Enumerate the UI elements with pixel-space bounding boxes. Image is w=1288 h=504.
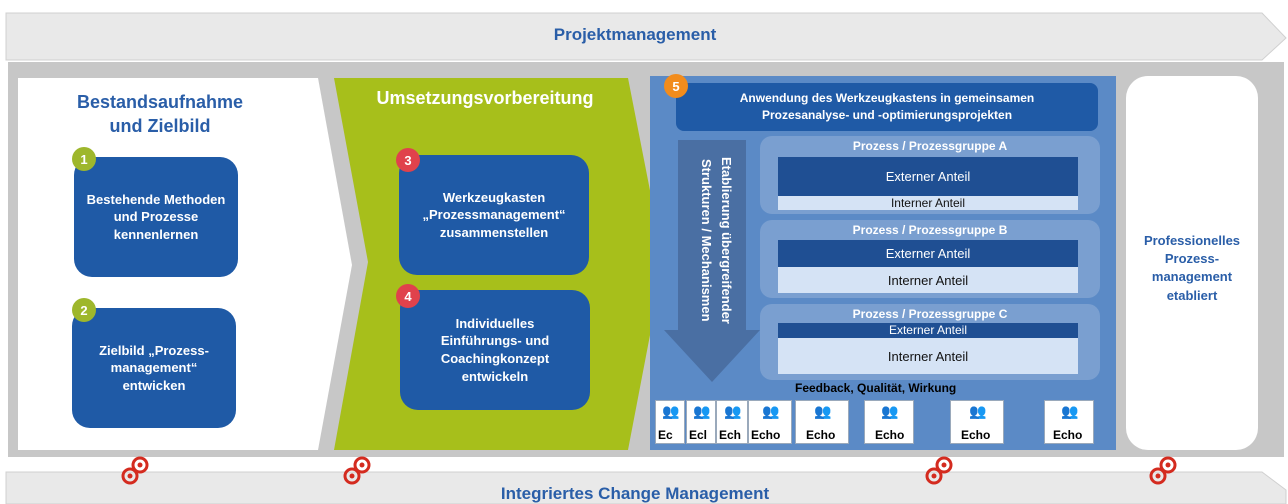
echo-label: Ec [658, 428, 673, 442]
step1-line: und Prozesse [113, 209, 199, 225]
process-group-b-title: Prozess / Prozessgruppe B [852, 223, 1008, 237]
process-group-b-internal: Interner Anteil [778, 266, 1078, 293]
echo-card: 👥 Echo [795, 400, 849, 444]
stage2-title: Umsetzungsvorbereitung [376, 88, 594, 108]
stage4-line: Professionelles [1143, 233, 1241, 248]
stage1-title-line2: und Zielbild [109, 116, 211, 137]
people-icon: 👥 [1061, 403, 1078, 419]
people-icon: 👥 [814, 403, 831, 419]
etablierung-line1: Etablierung übergreifender [719, 156, 734, 324]
step3-line: „Prozessmanagement“ [422, 207, 566, 223]
step5-header: Anwendung des Werkzeugkastens in gemeins… [676, 83, 1098, 131]
step3-box: Werkzeugkasten „Prozessmanagement“ zusam… [399, 155, 589, 275]
gear-people-icon [925, 456, 953, 485]
process-group-c-internal: Interner Anteil [778, 337, 1078, 374]
stage4-text: Professionelles Prozess- management etab… [1126, 232, 1258, 305]
process-group-a-internal: Interner Anteil [778, 195, 1078, 210]
echo-card: 👥 Ech [716, 400, 748, 444]
people-icon: 👥 [662, 403, 679, 419]
step2-badge: 2 [72, 298, 96, 322]
step2-line: entwicken [122, 377, 186, 393]
process-group-a-external: Externer Anteil [778, 157, 1078, 195]
step5-header-line2: Prozesanalyse- und -optimierungsprojekte… [761, 108, 1013, 122]
etablierung-arrow-text: Etablierung übergreifender Strukturen / … [688, 150, 736, 330]
gear-people-icon [343, 456, 371, 485]
echo-card: 👥 Ec [655, 400, 685, 444]
process-group-b: Prozess / Prozessgruppe B Externer Antei… [760, 220, 1100, 298]
step4-line: Individuelles [455, 315, 535, 331]
gear-people-icon [1149, 456, 1177, 485]
echo-card: 👥 Echo [864, 400, 914, 444]
stage1-title: Bestandsaufnahme und Zielbild [40, 90, 280, 139]
step4-badge: 4 [396, 284, 420, 308]
step3-badge: 3 [396, 148, 420, 172]
people-icon: 👥 [881, 403, 898, 419]
step4-line: entwickeln [461, 368, 529, 384]
step3-line: zusammenstellen [439, 224, 549, 240]
step5-badge: 5 [664, 74, 688, 98]
echo-label: Ecl [689, 428, 708, 442]
echo-label: Echo [751, 428, 781, 442]
echo-card: 👥 Ecl [686, 400, 716, 444]
step1-box: Bestehende Methoden und Prozesse kennenl… [74, 157, 238, 277]
process-group-c-external: Externer Anteil [778, 323, 1078, 337]
echo-card: 👥 Echo [748, 400, 792, 444]
step1-line: Bestehende Methoden [86, 191, 226, 207]
stage4-line: management [1151, 269, 1233, 285]
stage4-line: Prozess- [1164, 251, 1220, 267]
echo-card: 👥 Echo [950, 400, 1004, 444]
echo-label: Echo [806, 428, 836, 442]
people-icon: 👥 [762, 403, 779, 419]
process-group-c: Prozess / Prozessgruppe C Externer Antei… [760, 304, 1100, 380]
step2-box: Zielbild „Prozess- management“ entwicken [72, 308, 236, 428]
stage4-line: etabliert [1166, 287, 1218, 303]
step4-line: Einführungs- und [440, 333, 550, 349]
gear-people-icon [121, 456, 149, 485]
banner-change-management: Integriertes Change Management [500, 484, 770, 503]
people-icon: 👥 [724, 403, 741, 419]
echo-label: Ech [719, 428, 742, 442]
echo-card: 👥 Echo [1044, 400, 1094, 444]
step1-badge: 1 [72, 147, 96, 171]
process-group-b-external: Externer Anteil [778, 240, 1078, 266]
people-icon: 👥 [969, 403, 986, 419]
etablierung-line2: Strukturen / Mechanismen [699, 158, 714, 322]
step4-line: Coachingkonzept [440, 351, 550, 366]
process-group-a: Prozess / Prozessgruppe A Externer Antei… [760, 136, 1100, 214]
people-icon: 👥 [693, 403, 710, 419]
process-group-c-title: Prozess / Prozessgruppe C [852, 307, 1008, 321]
step1-line: kennenlernen [113, 226, 199, 242]
step2-line: management“ [110, 360, 198, 376]
banner-projektmanagement: Projektmanagement [553, 25, 717, 44]
echo-label: Echo [1053, 428, 1083, 442]
process-group-a-title: Prozess / Prozessgruppe A [852, 139, 1008, 153]
stage1-title-line1: Bestandsaufnahme [76, 92, 244, 112]
step3-line: Werkzeugkasten [442, 189, 546, 205]
echo-label: Echo [875, 428, 905, 442]
step2-line: Zielbild „Prozess- [99, 342, 209, 358]
echo-label: Echo [961, 428, 991, 442]
step4-box: Individuelles Einführungs- und Coachingk… [400, 290, 590, 410]
step5-header-line1: Anwendung des Werkzeugkastens in gemeins… [739, 91, 1035, 106]
feedback-label: Feedback, Qualität, Wirkung [795, 381, 957, 395]
